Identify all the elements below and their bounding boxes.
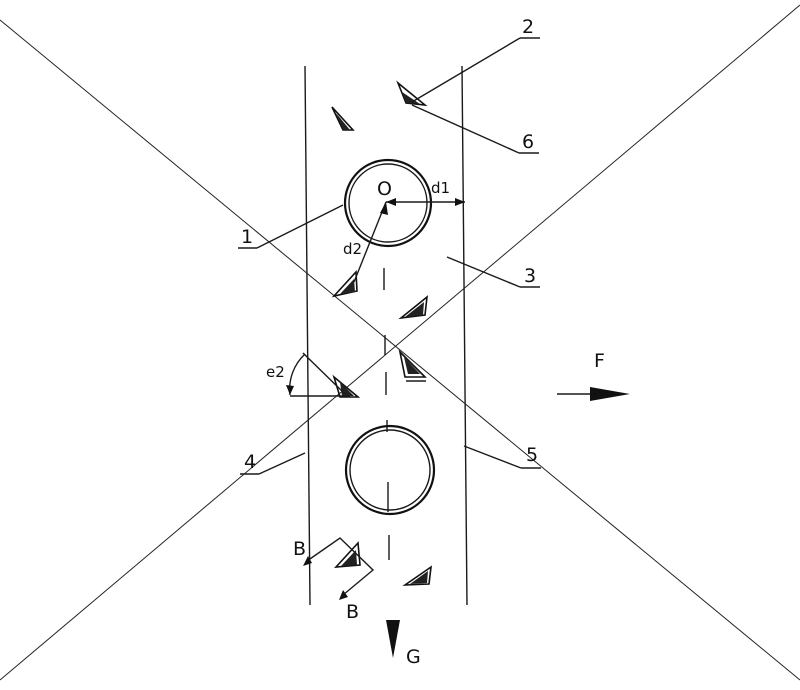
label-gravity-g: G: [406, 646, 421, 668]
label-part-2: 2: [522, 16, 534, 38]
angle-e2: [286, 352, 350, 397]
dimension-d2: [353, 201, 388, 283]
label-part-6: 6: [522, 131, 534, 153]
triangle-particle-d2: [331, 270, 358, 298]
triangle-particle-mid-right: [398, 295, 429, 320]
leader-part-6: [411, 104, 539, 154]
triangle-particle-bottom-right: [402, 565, 433, 586]
label-section-b-top: B: [293, 538, 306, 560]
diagonal-line-b: [0, 4, 800, 681]
label-force-f: F: [594, 350, 605, 372]
center-dash-line: [383, 268, 390, 560]
leader-part-4: [240, 452, 306, 475]
triangle-particle-bottom-left: [334, 541, 361, 568]
leader-part-2: [411, 37, 540, 103]
label-part-5: 5: [526, 444, 538, 466]
triangle-particle-top-right: [396, 80, 428, 107]
label-part-1: 1: [241, 226, 253, 248]
section-b-marker: [303, 537, 375, 600]
force-arrow-f: [557, 387, 630, 401]
triangle-particle-top-left: [331, 106, 355, 131]
label-part-3: 3: [524, 265, 536, 287]
triangle-particle-center: [398, 349, 427, 382]
leader-part-1: [238, 204, 344, 249]
label-section-b-bottom: B: [346, 601, 359, 623]
leader-part-3: [446, 256, 540, 288]
left-wall: [304, 65, 311, 606]
upper-circle: [343, 158, 433, 248]
label-d1: d1: [431, 179, 450, 197]
gravity-arrow-g: [386, 620, 400, 658]
leader-part-5: [463, 445, 541, 469]
label-d2: d2: [343, 240, 362, 258]
diagonal-line-a: [0, 19, 800, 681]
center-label-o: O: [377, 178, 392, 200]
lower-circle: [344, 424, 436, 516]
right-wall: [461, 65, 468, 606]
label-e2: e2: [266, 363, 285, 381]
label-part-4: 4: [244, 451, 256, 473]
dimension-d1: [386, 198, 465, 206]
